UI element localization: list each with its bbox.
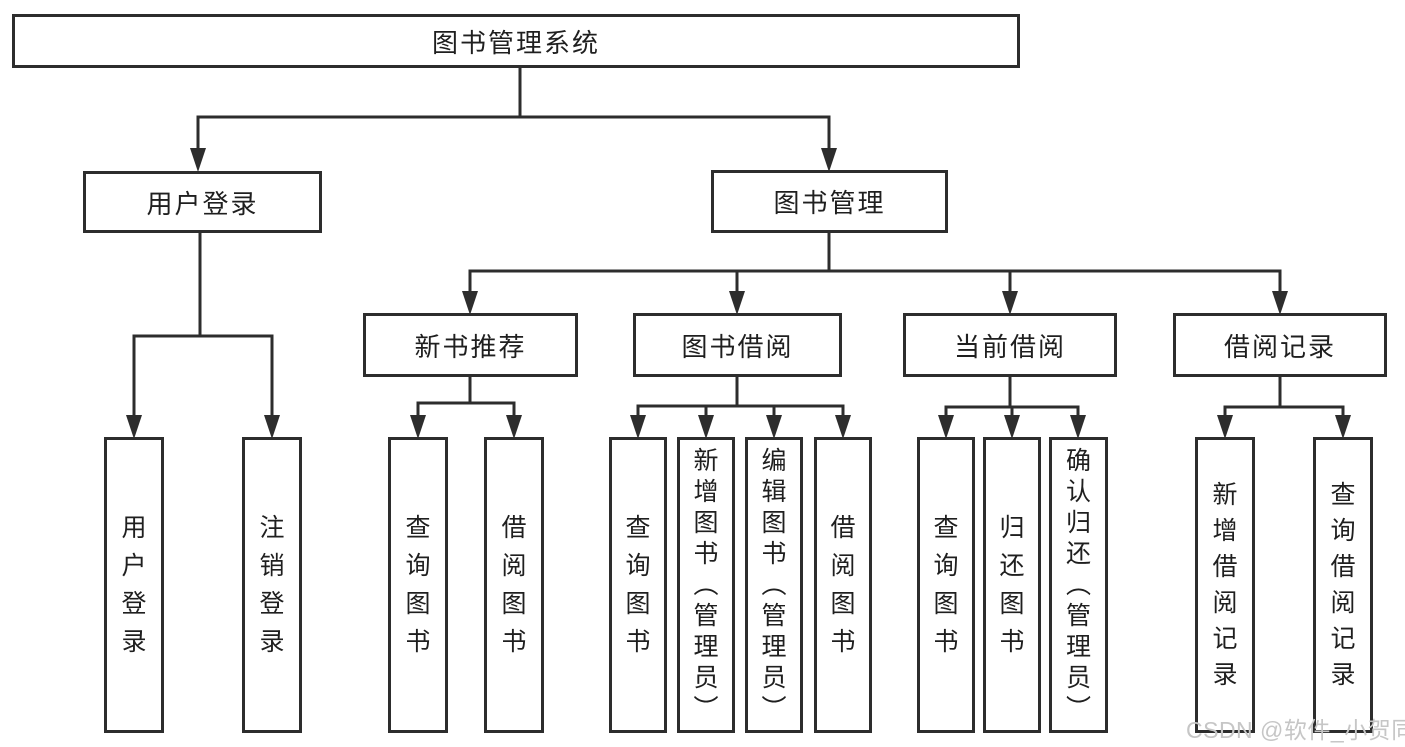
node-user-login: 用户登录 <box>83 171 322 233</box>
node-label: 当前借阅 <box>953 331 1066 362</box>
arrowheads <box>126 148 1351 439</box>
node-cb-confirm-return-admin: 确认归还︵管理员︶ <box>1049 437 1108 733</box>
node-bb-add-books-admin: 新增图书︵管理员︶ <box>677 437 735 733</box>
node-label: 借阅图书 <box>501 514 527 656</box>
node-label: 编辑图书︵管理员︶ <box>761 446 787 723</box>
node-label: 注销登录 <box>259 514 285 656</box>
node-book-management: 图书管理 <box>711 170 948 233</box>
node-label: 归还图书 <box>999 514 1025 656</box>
node-library-management-system: 图书管理系统 <box>12 14 1020 68</box>
node-label: 查询图书 <box>625 514 651 656</box>
node-leaf-user-login: 用户登录 <box>104 437 164 733</box>
node-label: 查询图书 <box>405 514 431 656</box>
node-bb-borrow-books: 借阅图书 <box>814 437 872 733</box>
node-bb-edit-books-admin: 编辑图书︵管理员︶ <box>745 437 803 733</box>
node-label: 新增借阅记录 <box>1212 481 1238 689</box>
node-new-book-recommend: 新书推荐 <box>363 313 578 377</box>
node-label: 图书借阅 <box>681 331 794 362</box>
node-label: 查询图书 <box>933 514 959 656</box>
node-br-query-record: 查询借阅记录 <box>1313 437 1373 733</box>
node-label: 新书推荐 <box>414 331 527 362</box>
node-borrowing-records: 借阅记录 <box>1173 313 1387 377</box>
node-label: 用户登录 <box>121 514 147 656</box>
node-current-borrowing: 当前借阅 <box>903 313 1117 377</box>
node-label: 图书管理 <box>773 188 886 218</box>
node-label: 借阅图书 <box>830 514 856 656</box>
node-cb-return-books: 归还图书 <box>983 437 1041 733</box>
node-leaf-logout: 注销登录 <box>242 437 302 733</box>
node-label: 新增图书︵管理员︶ <box>693 446 719 723</box>
node-label: 借阅记录 <box>1223 331 1336 362</box>
node-label: 查询借阅记录 <box>1330 481 1356 689</box>
node-cb-query-books: 查询图书 <box>917 437 975 733</box>
node-label: 图书管理系统 <box>431 27 600 58</box>
csdn-watermark: CSDN @软件_小贺同学 <box>1186 717 1405 743</box>
node-bb-query-books: 查询图书 <box>609 437 667 733</box>
node-label: 用户登录 <box>146 188 259 219</box>
node-nr-query-books: 查询图书 <box>388 437 448 733</box>
node-book-borrowing: 图书借阅 <box>633 313 842 377</box>
node-br-add-record: 新增借阅记录 <box>1195 437 1255 733</box>
node-label: 确认归还︵管理员︶ <box>1065 446 1091 723</box>
node-nr-borrow-books: 借阅图书 <box>484 437 544 733</box>
